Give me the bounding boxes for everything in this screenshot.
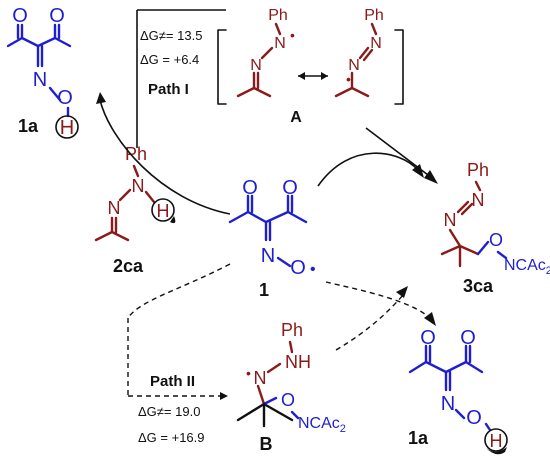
atom-N: N xyxy=(33,69,47,91)
atom-O: O xyxy=(466,407,482,429)
compound-label-3ca: 3ca xyxy=(463,276,494,296)
atom-Ph: Ph xyxy=(364,7,384,24)
atom-N: N xyxy=(441,393,455,415)
compound-label-2ca: 2ca xyxy=(113,256,144,276)
compound-1a-top: O O N O H 1a xyxy=(6,5,79,139)
radical-dot: • xyxy=(346,71,351,87)
compound-1: O O N O • 1 xyxy=(228,177,316,300)
reaction-arrows xyxy=(96,92,438,351)
hydrogen-circle xyxy=(151,198,175,222)
atom-H: H xyxy=(157,201,170,221)
atom-N: N xyxy=(348,57,360,74)
dg2-activation: ΔG≠= 19.0 xyxy=(138,404,200,419)
path2-label: Path II xyxy=(150,373,195,390)
atom-N: N xyxy=(370,35,382,52)
atom-Ph: Ph xyxy=(268,7,288,24)
atom-N: N xyxy=(274,35,286,52)
atom-O: O xyxy=(57,87,73,109)
atom-O: O xyxy=(281,390,295,410)
radical-dot: • xyxy=(246,365,251,381)
dg1-activation: ΔG≠= 13.5 xyxy=(140,28,202,43)
dg2-reaction: ΔG = +16.9 xyxy=(138,430,205,445)
compound-label-1a: 1a xyxy=(408,428,429,448)
atom-O: O xyxy=(242,177,258,199)
compound-label-A: A xyxy=(290,109,302,126)
atom-O: O xyxy=(290,257,306,279)
compound-label-1a: 1a xyxy=(18,116,39,136)
path1-label: Path I xyxy=(148,81,189,98)
atom-N: N xyxy=(250,57,262,74)
ncac2-group: NCAc2 xyxy=(504,257,550,277)
atom-NH: NH xyxy=(285,352,311,372)
path1-block: ΔG≠= 13.5 ΔG = +6.4 Path I N N • Ph • N … xyxy=(136,7,404,148)
atom-O: O xyxy=(489,230,503,250)
path2-block: Path II ΔG≠= 19.0 ΔG = +16.9 • N NH Ph O… xyxy=(127,318,346,454)
compound-1a-bottom: O O N O H 1a xyxy=(408,327,508,455)
radical-dot: • xyxy=(310,261,316,278)
atom-H: H xyxy=(60,117,74,139)
atom-Ph: Ph xyxy=(125,144,147,164)
atom-O: O xyxy=(282,177,298,199)
atom-O: O xyxy=(49,5,65,27)
ncac2-group: NCAc2 xyxy=(298,415,346,435)
atom-O: O xyxy=(460,327,476,349)
atom-N: N xyxy=(444,210,457,230)
compound-2ca: N N Ph H 2ca xyxy=(94,144,176,276)
compound-label-B: B xyxy=(260,434,273,454)
atom-O: O xyxy=(420,327,436,349)
atom-N: N xyxy=(261,245,275,267)
compound-3ca: N N Ph O NCAc2 3ca xyxy=(440,160,550,296)
atom-O: O xyxy=(12,5,28,27)
atom-N: N xyxy=(108,198,121,218)
hydrogen-circle xyxy=(484,428,508,452)
atom-N: N xyxy=(472,190,485,210)
hydrogen-circle xyxy=(55,115,79,139)
atom-H: H xyxy=(490,431,503,451)
compound-label-1: 1 xyxy=(259,280,269,300)
atom-N: N xyxy=(132,176,145,196)
atom-N: N xyxy=(254,368,267,388)
atom-Ph: Ph xyxy=(281,320,303,340)
radical-dot: • xyxy=(290,27,295,43)
dg1-reaction: ΔG = +6.4 xyxy=(140,52,199,67)
atom-Ph: Ph xyxy=(467,160,489,180)
